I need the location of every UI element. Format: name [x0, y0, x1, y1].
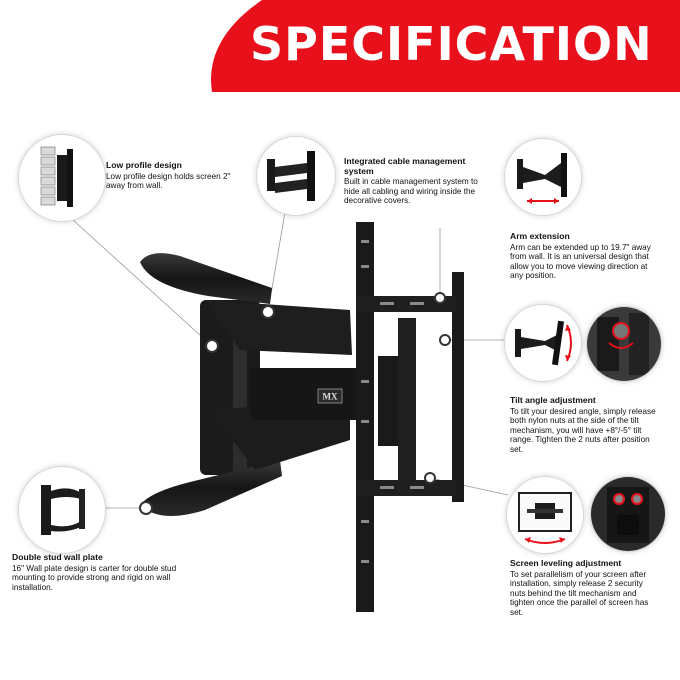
- tilt-nut-closeup-thumbnail: [586, 306, 662, 382]
- callout-low-profile: Low profile design Low profile design ho…: [106, 160, 246, 191]
- wall-plate-thumbnail: [18, 466, 106, 554]
- screen-leveling-thumbnail: [506, 476, 584, 554]
- callout-description: To set parallelism of your screen after …: [510, 569, 649, 617]
- low-profile-thumbnail: [18, 134, 106, 222]
- tilt-angle-thumbnail: [504, 304, 582, 382]
- callout-title: Arm extension: [510, 231, 570, 241]
- specification-banner: [211, 0, 680, 92]
- callout-description: Built in cable management system to hide…: [344, 177, 478, 206]
- callout-description: To tilt your desired angle, simply relea…: [510, 406, 656, 454]
- callout-description: Low profile design holds screen 2" away …: [106, 171, 231, 191]
- callout-description: Arm can be extended up to 19.7" away fro…: [510, 242, 651, 281]
- callout-screen-leveling: Screen leveling adjustment To set parall…: [510, 558, 660, 618]
- callout-tilt-angle: Tilt angle adjustment To tilt your desir…: [510, 395, 660, 455]
- cable-management-thumbnail: [256, 136, 336, 216]
- callout-title: Double stud wall plate: [12, 552, 103, 562]
- mx-logo: MX: [323, 392, 338, 402]
- security-nuts-thumbnail: [590, 476, 666, 552]
- callout-title: Screen leveling adjustment: [510, 558, 622, 568]
- arm-extension-thumbnail: [504, 138, 582, 216]
- callout-title: Integrated cable management system: [344, 156, 466, 176]
- page-title: SPECIFICATION: [250, 17, 653, 71]
- callout-title: Tilt angle adjustment: [510, 395, 596, 405]
- callout-cable-management: Integrated cable management system Built…: [344, 156, 484, 206]
- callout-wall-plate: Double stud wall plate 16" Wall plate de…: [12, 552, 202, 592]
- callout-title: Low profile design: [106, 160, 182, 170]
- callout-arm-extension: Arm extension Arm can be extended up to …: [510, 231, 660, 281]
- callout-description: 16" Wall plate design is carter for doub…: [12, 563, 177, 592]
